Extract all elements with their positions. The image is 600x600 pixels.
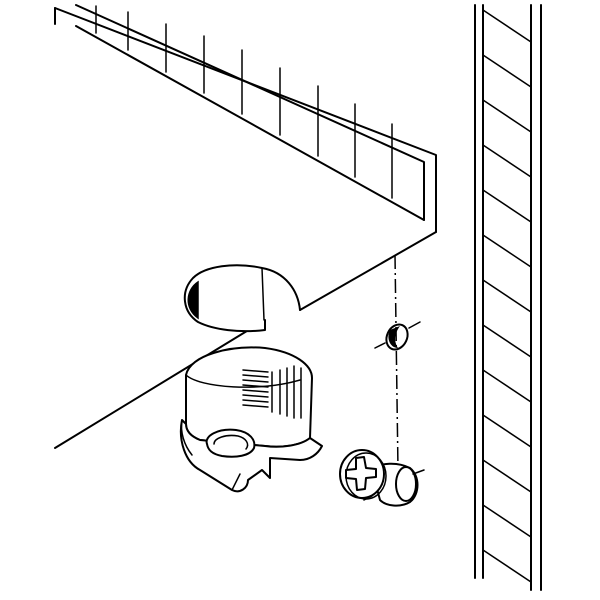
shelf-edge-hatching (95, 5, 393, 199)
cam-scale-marks (242, 369, 269, 408)
alignment-axis (394, 254, 399, 471)
top-shelf-panel (54, 4, 437, 449)
phillips-cross (345, 456, 377, 491)
cam-lock-housing (180, 346, 323, 493)
cam-bore-hole (183, 264, 301, 333)
connecting-bolt (339, 449, 425, 507)
side-panel (474, 4, 542, 591)
cam-ribs (271, 365, 302, 419)
dowel-hole (374, 321, 421, 351)
side-panel-hatching (482, 9, 532, 583)
